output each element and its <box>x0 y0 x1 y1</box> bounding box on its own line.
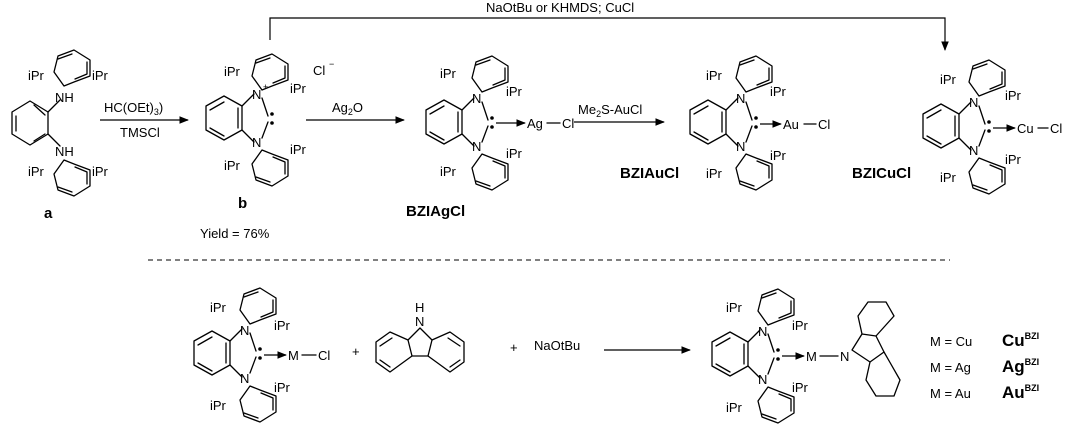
bzicucl-label: BZICuCl <box>852 165 911 182</box>
m-atom: M <box>288 348 299 363</box>
bypass-conditions: NaOtBu or KHMDS; CuCl <box>486 0 634 15</box>
ipr-m-4: iPr <box>274 380 291 395</box>
n-label: N <box>252 135 261 150</box>
bziaucl-label: BZIAuCl <box>620 165 679 182</box>
cl-atom: Cl <box>318 348 330 363</box>
ipr-au-2: iPr <box>770 84 787 99</box>
yield-text: Yield = 76% <box>200 226 270 241</box>
legend-name-ag: AgBZI <box>1002 357 1039 376</box>
legend-eq-au: M = Au <box>930 386 971 401</box>
n-label: N <box>240 323 249 338</box>
compound-a: NH NH iPr iPr iPr iPr a <box>11 49 109 222</box>
ipr-au-4: iPr <box>770 148 787 163</box>
metal-chloride-complex: N N M Cl iPr iPr iPr iPr <box>193 287 330 423</box>
cl-atom: Cl <box>1050 121 1062 136</box>
ipr-ag-4: iPr <box>506 146 523 161</box>
carbazole: N H <box>375 300 465 373</box>
compound-bzicucl: N N Cu Cl iPr iPr iPr iPr BZICuCl <box>852 59 1062 195</box>
ipr-b-4: iPr <box>290 142 307 157</box>
ipr-ag-3: iPr <box>440 164 457 179</box>
n-label: N <box>736 91 745 106</box>
au-atom: Au <box>783 117 799 132</box>
n-label: N <box>758 372 767 387</box>
metal-legend: M = Cu CuBZI M = Ag AgBZI M = Au AuBZI <box>930 331 1039 402</box>
ipr-a-3: iPr <box>28 164 45 179</box>
compound-b: N + N iPr iPr iPr iPr Cl − b Yield = 76% <box>200 53 334 241</box>
ipr-p-1: iPr <box>726 300 743 315</box>
chloride-counterion: Cl <box>313 63 325 78</box>
n-label: N <box>472 91 481 106</box>
legend-eq-ag: M = Ag <box>930 360 971 375</box>
cl-atom: Cl <box>818 117 830 132</box>
n-label: N <box>252 87 261 102</box>
metal-carbazolide-product: N N M N iPr iPr iPr iPr <box>711 288 901 424</box>
step1-reagent: HC(OEt)3) <box>104 100 163 117</box>
plus-charge: + <box>263 82 268 92</box>
base-reagent: NaOtBu <box>534 338 580 353</box>
ag-atom: Ag <box>527 116 543 131</box>
cu-atom: Cu <box>1017 121 1034 136</box>
nh-label-top: NH <box>55 90 74 105</box>
n-label: N <box>472 139 481 154</box>
compound-a-label: a <box>44 205 53 222</box>
ipr-m-2: iPr <box>274 318 291 333</box>
ipr-a-1: iPr <box>28 68 45 83</box>
ipr-p-3: iPr <box>726 400 743 415</box>
bziagcl-label: BZIAgCl <box>406 203 465 220</box>
ipr-cu-1: iPr <box>940 72 957 87</box>
ipr-p-2: iPr <box>792 318 809 333</box>
carbazolide-n-atom: N <box>840 349 849 364</box>
step1-arrow: HC(OEt)3) TMSCl <box>100 100 189 140</box>
nh-h-atom: H <box>415 300 424 315</box>
ipr-m-1: iPr <box>210 300 227 315</box>
plus-sign-1: + <box>352 344 360 359</box>
ipr-cu-3: iPr <box>940 170 957 185</box>
n-label: N <box>969 143 978 158</box>
n-label: N <box>240 371 249 386</box>
ipr-au-1: iPr <box>706 68 723 83</box>
step2-arrow: Ag2O <box>306 100 405 124</box>
step3-reagent: Me2S-AuCl <box>578 102 642 119</box>
ipr-b-2: iPr <box>290 81 307 96</box>
step3-arrow: Me2S-AuCl <box>574 102 665 126</box>
n-label: N <box>736 139 745 154</box>
nh-label-bottom: NH <box>55 144 74 159</box>
m-atom: M <box>806 349 817 364</box>
ipr-cu-2: iPr <box>1005 88 1022 103</box>
compound-bziaucl: N N Au Cl iPr iPr iPr iPr BZIAuCl <box>620 55 830 191</box>
n-label: N <box>758 324 767 339</box>
ipr-a-4: iPr <box>92 164 109 179</box>
ipr-ag-1: iPr <box>440 66 457 81</box>
compound-b-label: b <box>238 195 247 212</box>
compound-bziagcl: N N Ag Cl iPr iPr iPr iPr BZIAgCl <box>406 55 574 220</box>
step2-reagent: Ag2O <box>332 100 363 117</box>
legend-name-au: AuBZI <box>1002 383 1039 402</box>
step1-additive: TMSCl <box>120 125 160 140</box>
ipr-a-2: iPr <box>92 68 109 83</box>
ipr-au-3: iPr <box>706 166 723 181</box>
nh-n-atom: N <box>415 314 424 329</box>
ipr-m-3: iPr <box>210 398 227 413</box>
ipr-b-3: iPr <box>224 158 241 173</box>
ipr-p-4: iPr <box>792 380 809 395</box>
cl-atom: Cl <box>562 116 574 131</box>
minus-charge: − <box>329 59 334 69</box>
legend-name-cu: CuBZI <box>1002 331 1039 350</box>
legend-eq-cu: M = Cu <box>930 334 972 349</box>
ipr-ag-2: iPr <box>506 84 523 99</box>
ipr-cu-4: iPr <box>1005 152 1022 167</box>
bypass-arrow: NaOtBu or KHMDS; CuCl <box>269 0 949 51</box>
n-label: N <box>969 95 978 110</box>
ipr-b-1: iPr <box>224 64 241 79</box>
plus-sign-2: + <box>510 340 518 355</box>
